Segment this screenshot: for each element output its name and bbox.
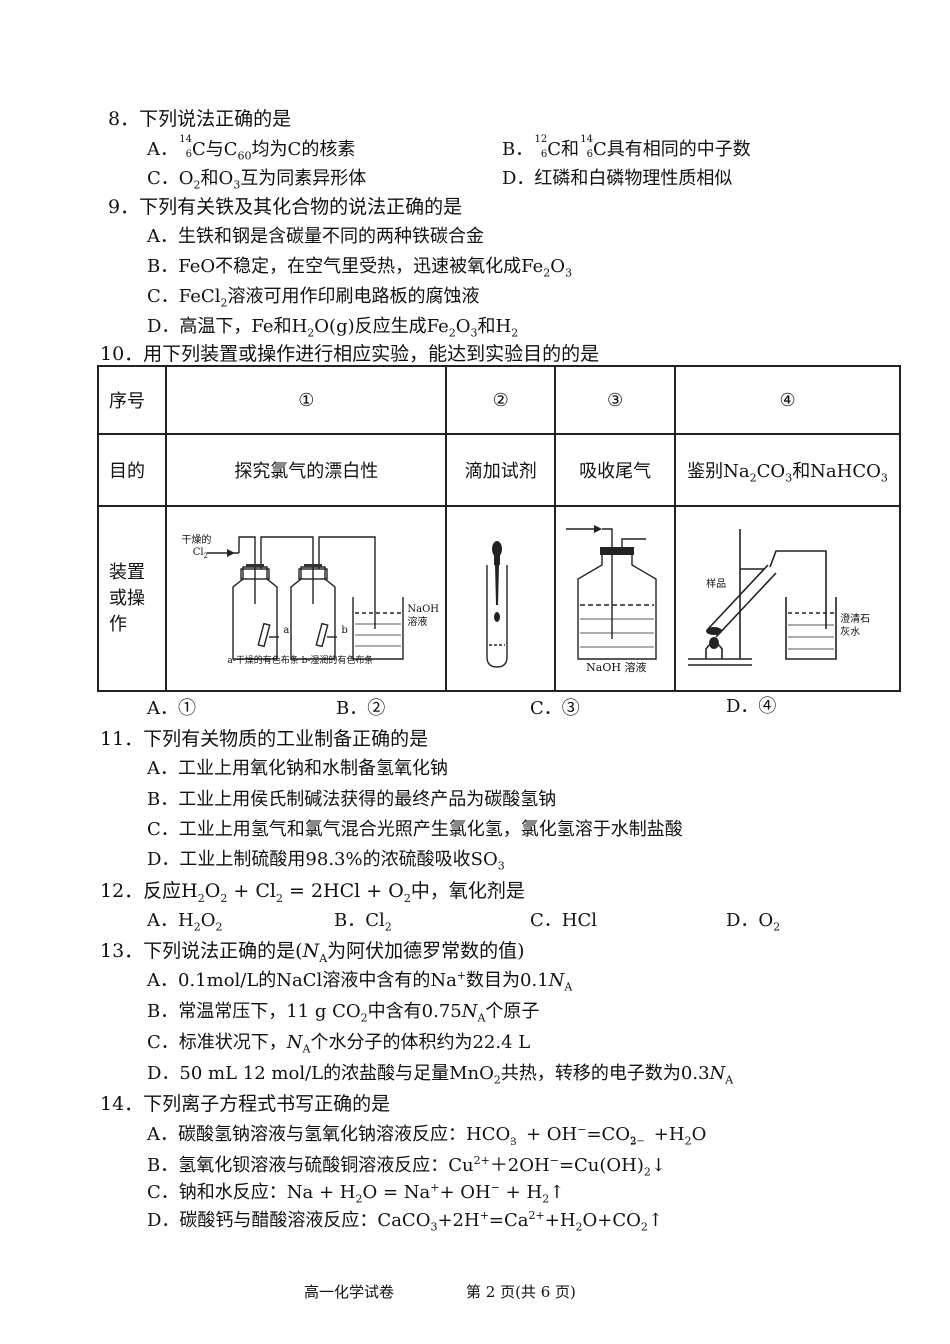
gas-bottles-diagram	[207, 535, 405, 660]
q11-option-c: C．工业上用氢气和氯气混合光照产生氯化氢，氯化氢溶于水制盐酸	[147, 819, 683, 840]
q10-option-b: B．②	[336, 698, 386, 719]
purpose-4: 鉴别Na2CO3和NaHCO3	[674, 433, 901, 507]
q12-stem: 12．反应H2O2 + Cl2 = 2HCl + O2中，氧化剂是	[100, 880, 525, 905]
q10-option-d: D．④	[726, 696, 777, 717]
q11-option-b: B．工业上用侯氏制碱法获得的最终产品为碳酸氢钠	[147, 789, 557, 810]
q14-option-d: D．碳酸钙与醋酸溶液反应：CaCO3+2H+=Ca2++H2O+CO2↑	[147, 1209, 663, 1234]
experiment-table: 序号 ① ② ③ ④ 目的 探究氯气的漂白性 滴加试剂 吸收尾气 鉴别Na2CO…	[96, 365, 901, 692]
q10-stem: 10．用下列装置或操作进行相应实验，能达到实验目的的是	[100, 343, 600, 365]
q12-option-a: A．H2O2	[147, 910, 223, 934]
q9-option-b: B．FeO不稳定，在空气里受热，迅速被氧化成Fe2O3	[147, 256, 573, 280]
q11-option-d: D．工业上制硫酸用98.3%的浓硫酸吸收SO3	[147, 849, 505, 873]
heating-diagram	[688, 528, 837, 666]
q12-option-d: D．O2	[726, 910, 781, 934]
header-purpose: 目的	[96, 433, 168, 507]
header-apparatus: 装置 或操 作	[96, 505, 168, 692]
q9-stem: 9．下列有关铁及其化合物的说法正确的是	[108, 196, 463, 218]
number-2: ②	[445, 365, 557, 435]
q13-option-c: C．标准状况下，NA个水分子的体积约为22.4 L	[147, 1032, 531, 1056]
number-1: ①	[165, 365, 448, 435]
q14-stem: 14．下列离子方程式书写正确的是	[100, 1093, 391, 1115]
q10-option-c: C．③	[530, 698, 580, 719]
fig1-caption: a-干燥的有色布条 b-湿润的有色布条	[227, 656, 374, 666]
q11-option-a: A．工业上用氧化钠和水制备氢氧化钠	[147, 758, 448, 779]
q8-stem: 8．下列说法正确的是	[108, 108, 292, 130]
q9-option-c: C．FeCl2溶液可用作印刷电路板的腐蚀液	[147, 286, 480, 310]
q14-option-c: C．钠和水反应：Na + H2O = Na++ OH− + H2↑	[147, 1181, 565, 1206]
q14-option-b: B．氢氧化钡溶液与硫酸铜溶液反应：Cu2+＋2OH−=Cu(OH)2↓	[147, 1154, 666, 1179]
number-4: ④	[674, 365, 901, 435]
footer-page: 第 2 页(共 6 页)	[466, 1283, 576, 1301]
q11-stem: 11．下列有关物质的工业制备正确的是	[100, 728, 429, 750]
q8-option-c: C．O2和O3互为同素异形体	[147, 168, 367, 192]
footer-subject: 高一化学试卷	[304, 1283, 395, 1301]
q12-option-b: B．Cl2	[334, 910, 392, 934]
q9-option-d: D．高温下，Fe和H2O(g)反应生成Fe2O3和H2	[147, 316, 519, 340]
q13-option-a: A．0.1mol/L的NaCl溶液中含有的Na+数目为0.1NA	[147, 969, 573, 994]
q8-option-d: D．红磷和白磷物理性质相似	[502, 168, 733, 189]
q13-stem: 13．下列说法正确的是(NA为阿伏加德罗常数的值)	[100, 940, 525, 965]
q13-option-d: D．50 mL 12 mol/L的浓盐酸与足量MnO2共热，转移的电子数为0.3…	[147, 1063, 734, 1087]
sample-label: 样品	[706, 579, 727, 590]
q10-option-a: A．①	[147, 698, 196, 719]
q9-option-a: A．生铁和钢是含碳量不同的两种铁碳合金	[147, 226, 484, 247]
purpose-2: 滴加试剂	[445, 433, 557, 507]
number-3: ③	[554, 365, 677, 435]
strip-a-label: a	[283, 625, 290, 636]
q13-option-b: B．常温常压下，11 g CO2中含有0.75NA个原子	[147, 1001, 540, 1025]
purpose-3: 吸收尾气	[554, 433, 677, 507]
gas-washing-bottle-diagram	[566, 524, 657, 660]
q12-option-c: C．HCl	[530, 910, 597, 931]
apparatus-2	[445, 505, 557, 692]
strip-b-label: b	[341, 625, 348, 636]
apparatus-3: NaOH 溶液	[554, 505, 677, 692]
limewater-label: 澄清石灰水	[840, 614, 871, 638]
fig3-caption: NaOH 溶液	[586, 661, 647, 674]
apparatus-4: 样品 澄清石灰水	[674, 505, 901, 692]
dropper-diagram	[486, 540, 508, 668]
header-number: 序号	[96, 365, 168, 435]
purpose-1: 探究氯气的漂白性	[165, 433, 448, 507]
